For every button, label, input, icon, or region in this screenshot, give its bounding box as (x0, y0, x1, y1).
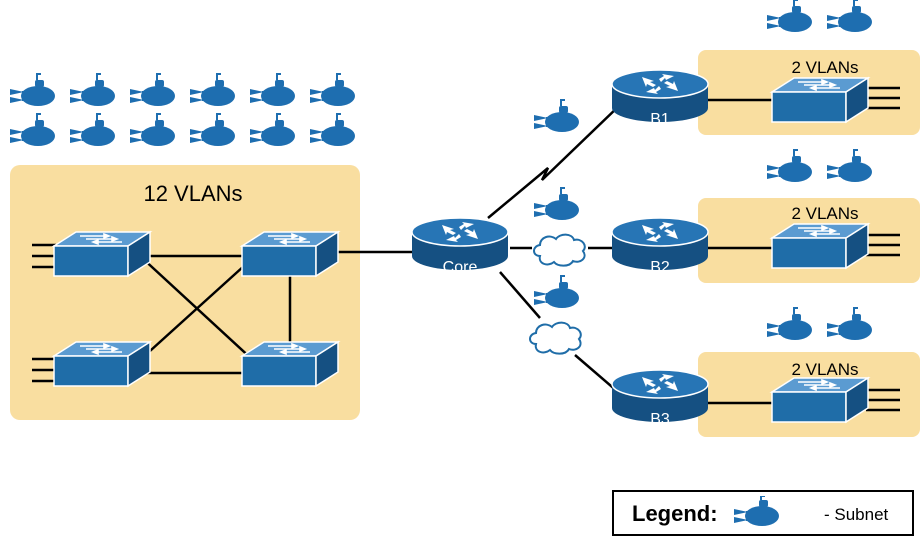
wan-cloud-b3 (529, 321, 582, 355)
subnet-icon (69, 113, 116, 147)
switch-b1 (771, 77, 869, 123)
access-ports-left (32, 243, 56, 383)
router-b3-label: B3 (650, 411, 670, 428)
subnet-icon (189, 73, 236, 107)
subnet-icon (129, 73, 176, 107)
subnet-icon (309, 73, 356, 107)
subnet-icon (533, 275, 580, 309)
wan-links (487, 104, 621, 393)
subnet-icon (766, 149, 813, 183)
legend-title: Legend: (632, 501, 718, 526)
switch-main-4 (241, 341, 339, 387)
main-site-links (139, 250, 415, 375)
subnet-icon (69, 73, 116, 107)
main-site-label: 12 VLANs (143, 181, 242, 206)
wan-cloud-b2 (533, 233, 586, 267)
subnet-icon (9, 113, 56, 147)
subnet-icon (249, 73, 296, 107)
legend: Legend: - Subnet (612, 490, 914, 536)
switch-main-1 (53, 231, 151, 277)
core-router-label: Core (443, 259, 478, 276)
router-b2-label: B2 (650, 259, 670, 276)
subnet-icon (826, 307, 873, 341)
subnet-icon (533, 187, 580, 221)
subnet-icon (826, 0, 873, 33)
subnet-icon (734, 496, 779, 526)
branch-b3-area-label: 2 VLANs (791, 360, 858, 379)
subnet-icon (189, 113, 236, 147)
legend-subnet-label: - Subnet (824, 505, 889, 524)
switch-b2 (771, 223, 869, 269)
switch-main-3 (53, 341, 151, 387)
subnet-icon (766, 307, 813, 341)
main-site-subnets (9, 73, 356, 147)
subnet-icon (249, 113, 296, 147)
switch-main-2 (241, 231, 339, 277)
branch-b2-area-label: 2 VLANs (791, 204, 858, 223)
branch-b1-area-label: 2 VLANs (791, 58, 858, 77)
subnet-icon (826, 149, 873, 183)
subnet-icon (9, 73, 56, 107)
subnet-icon (129, 113, 176, 147)
subnet-icon (766, 0, 813, 33)
subnet-icon (533, 99, 580, 133)
router-b1-label: B1 (650, 111, 670, 128)
switch-b3 (771, 377, 869, 423)
subnet-icon (309, 113, 356, 147)
